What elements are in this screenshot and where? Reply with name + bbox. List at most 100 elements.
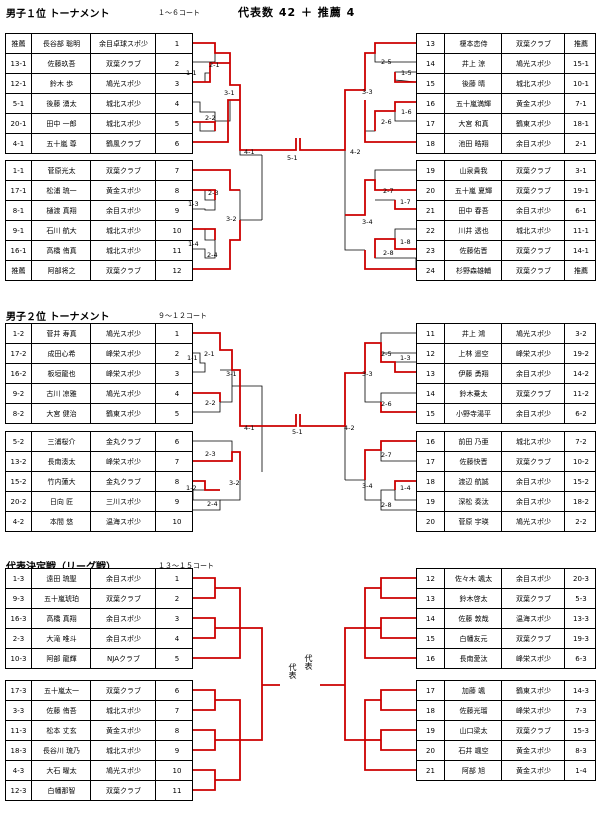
player-number: 4 — [174, 390, 180, 398]
player-rank: 12-3 — [6, 781, 32, 801]
player-rank: 14-1 — [573, 247, 589, 255]
player-club: 余目スポ少 — [92, 609, 156, 629]
player-rank: 8-1 — [6, 201, 32, 221]
player-number: 9 — [174, 207, 180, 215]
player-name: 五十嵐 尊 — [33, 134, 91, 154]
player-club: 城北スポ少 — [503, 74, 565, 94]
player-club: 城北スポ少 — [503, 221, 565, 241]
player-number: 4 — [174, 635, 180, 643]
player-club: 城北スポ少 — [92, 94, 156, 114]
player-name: 深松 奏汰 — [446, 492, 502, 512]
player-rank: 20-1 — [6, 114, 32, 134]
match-label: 3-2 — [229, 479, 240, 487]
player-club: 鳩光スポ少 — [503, 324, 565, 344]
player-rank: 17-3 — [6, 681, 32, 701]
player-rank: 1-4 — [575, 767, 587, 775]
player-name: 松本 丈玄 — [33, 721, 91, 741]
player-rank: 17-2 — [6, 344, 32, 364]
player-number: 17 — [417, 114, 445, 134]
player-name: 榎本恋侍 — [446, 34, 502, 54]
player-club: 鶴東スポ少 — [503, 681, 565, 701]
player-rank: 9-2 — [6, 384, 32, 404]
match-label: 2-6 — [381, 118, 392, 126]
player-number: 21 — [417, 201, 445, 221]
player-number: 2 — [174, 60, 180, 68]
player-number: 8 — [174, 727, 180, 735]
player-number: 16 — [417, 94, 445, 114]
player-rank: 10-2 — [573, 458, 589, 466]
player-number: 7 — [174, 458, 180, 466]
player-number: 20 — [417, 741, 445, 761]
match-label: 5-1 — [287, 154, 298, 162]
player-number: 1 — [174, 40, 180, 48]
player-rank: 2-1 — [575, 140, 587, 148]
player-rank: 16-2 — [6, 364, 32, 384]
player-rank: 推薦 — [6, 261, 32, 281]
match-label: 1-3 — [400, 354, 411, 362]
player-name: 佐藤玖吾 — [33, 54, 91, 74]
player-name: 佐藤快晋 — [446, 452, 502, 472]
player-number: 14 — [417, 54, 445, 74]
player-name: 石井 颯空 — [446, 741, 502, 761]
player-club: 三川スポ少 — [92, 492, 156, 512]
player-name: 五十嵐太一 — [33, 681, 91, 701]
player-name: 前田 乃亜 — [446, 432, 502, 452]
player-club: 鳩光スポ少 — [92, 761, 156, 781]
player-number: 7 — [174, 707, 180, 715]
section-3-court: １３～１５コート — [158, 562, 214, 570]
player-club: 双葉クラブ — [92, 261, 156, 281]
player-number: 12 — [417, 569, 445, 589]
player-rank: 1-2 — [6, 324, 32, 344]
player-club: 黄金スポ少 — [92, 721, 156, 741]
match-label: 2-3 — [205, 450, 216, 458]
match-label: 2-7 — [383, 187, 394, 195]
section-2-title: 男子２位 トーナメント — [6, 312, 110, 323]
player-club: 鶴東スポ少 — [92, 404, 156, 424]
player-number: 5 — [174, 655, 180, 663]
player-rank: 2-2 — [575, 518, 587, 526]
match-label: 1-5 — [401, 69, 412, 77]
player-club: 双葉クラブ — [503, 452, 565, 472]
player-name: 阿部 龍輝 — [33, 649, 91, 669]
player-club: 城北スポ少 — [92, 241, 156, 261]
player-name: 菅原光太 — [33, 161, 91, 181]
match-label: 3-4 — [362, 218, 373, 226]
player-name: 佐藤光瑠 — [446, 701, 502, 721]
player-club: 温海スポ少 — [503, 609, 565, 629]
player-number: 11 — [417, 324, 445, 344]
match-label: 4-1 — [244, 148, 255, 156]
player-name: 大宮 健治 — [33, 404, 91, 424]
player-club: 黄金スポ少 — [503, 741, 565, 761]
player-name: 長谷川 琉乃 — [33, 741, 91, 761]
player-club: 鳩光スポ少 — [92, 384, 156, 404]
player-number: 3 — [174, 80, 180, 88]
section-1-title: 男子１位 トーナメント — [6, 9, 110, 20]
player-number: 19 — [417, 492, 445, 512]
player-club: NJAクラブ — [92, 649, 156, 669]
player-club: 双葉クラブ — [503, 629, 565, 649]
